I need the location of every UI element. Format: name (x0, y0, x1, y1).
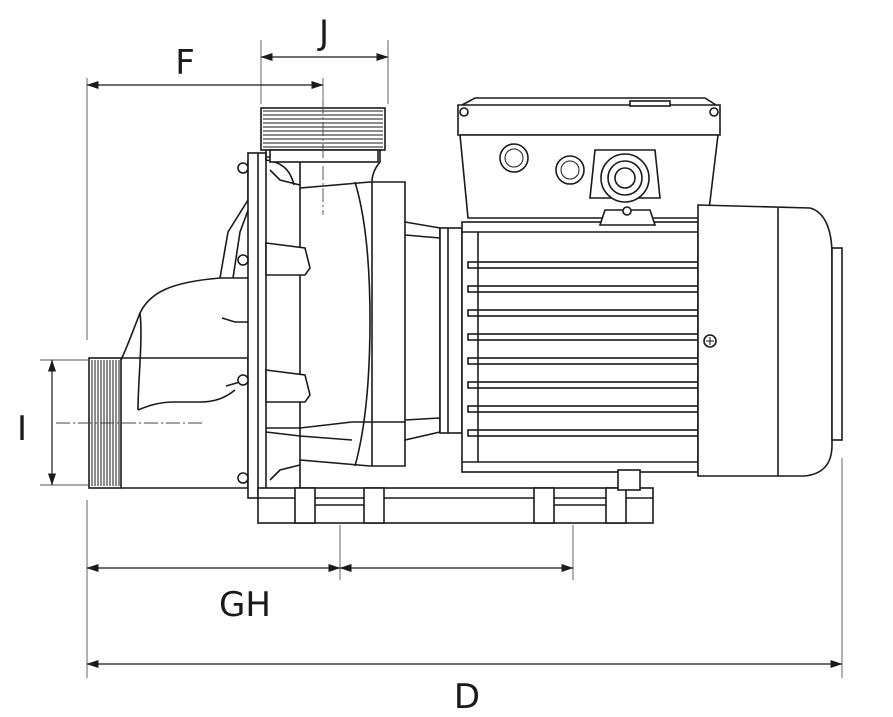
dimension-label-i: I (17, 409, 27, 449)
motor-fins (467, 261, 699, 437)
dimension-label-f: F (175, 43, 195, 83)
dimension-label-j: J (317, 13, 329, 53)
cable-gland-middle (555, 155, 585, 185)
dimension-label-d: D (454, 677, 480, 717)
motor-body (461, 221, 699, 473)
terminal-box (457, 97, 721, 226)
dimension-i: I (17, 359, 56, 486)
pump-body (56, 97, 843, 524)
dimension-label-gh: GH (219, 585, 271, 625)
fan-cover (697, 204, 843, 477)
base-plate (257, 469, 654, 524)
dimension-j: J (260, 13, 389, 61)
cable-gland-left (499, 143, 529, 173)
dimension-f: F (86, 43, 324, 89)
casing-flange (237, 152, 267, 499)
dimension-d: D (86, 660, 843, 717)
volute-elbow (120, 160, 251, 411)
dimensions: J F I GH D (17, 13, 843, 717)
dimension-gh: GH (86, 564, 574, 625)
pump-casing (265, 156, 441, 493)
